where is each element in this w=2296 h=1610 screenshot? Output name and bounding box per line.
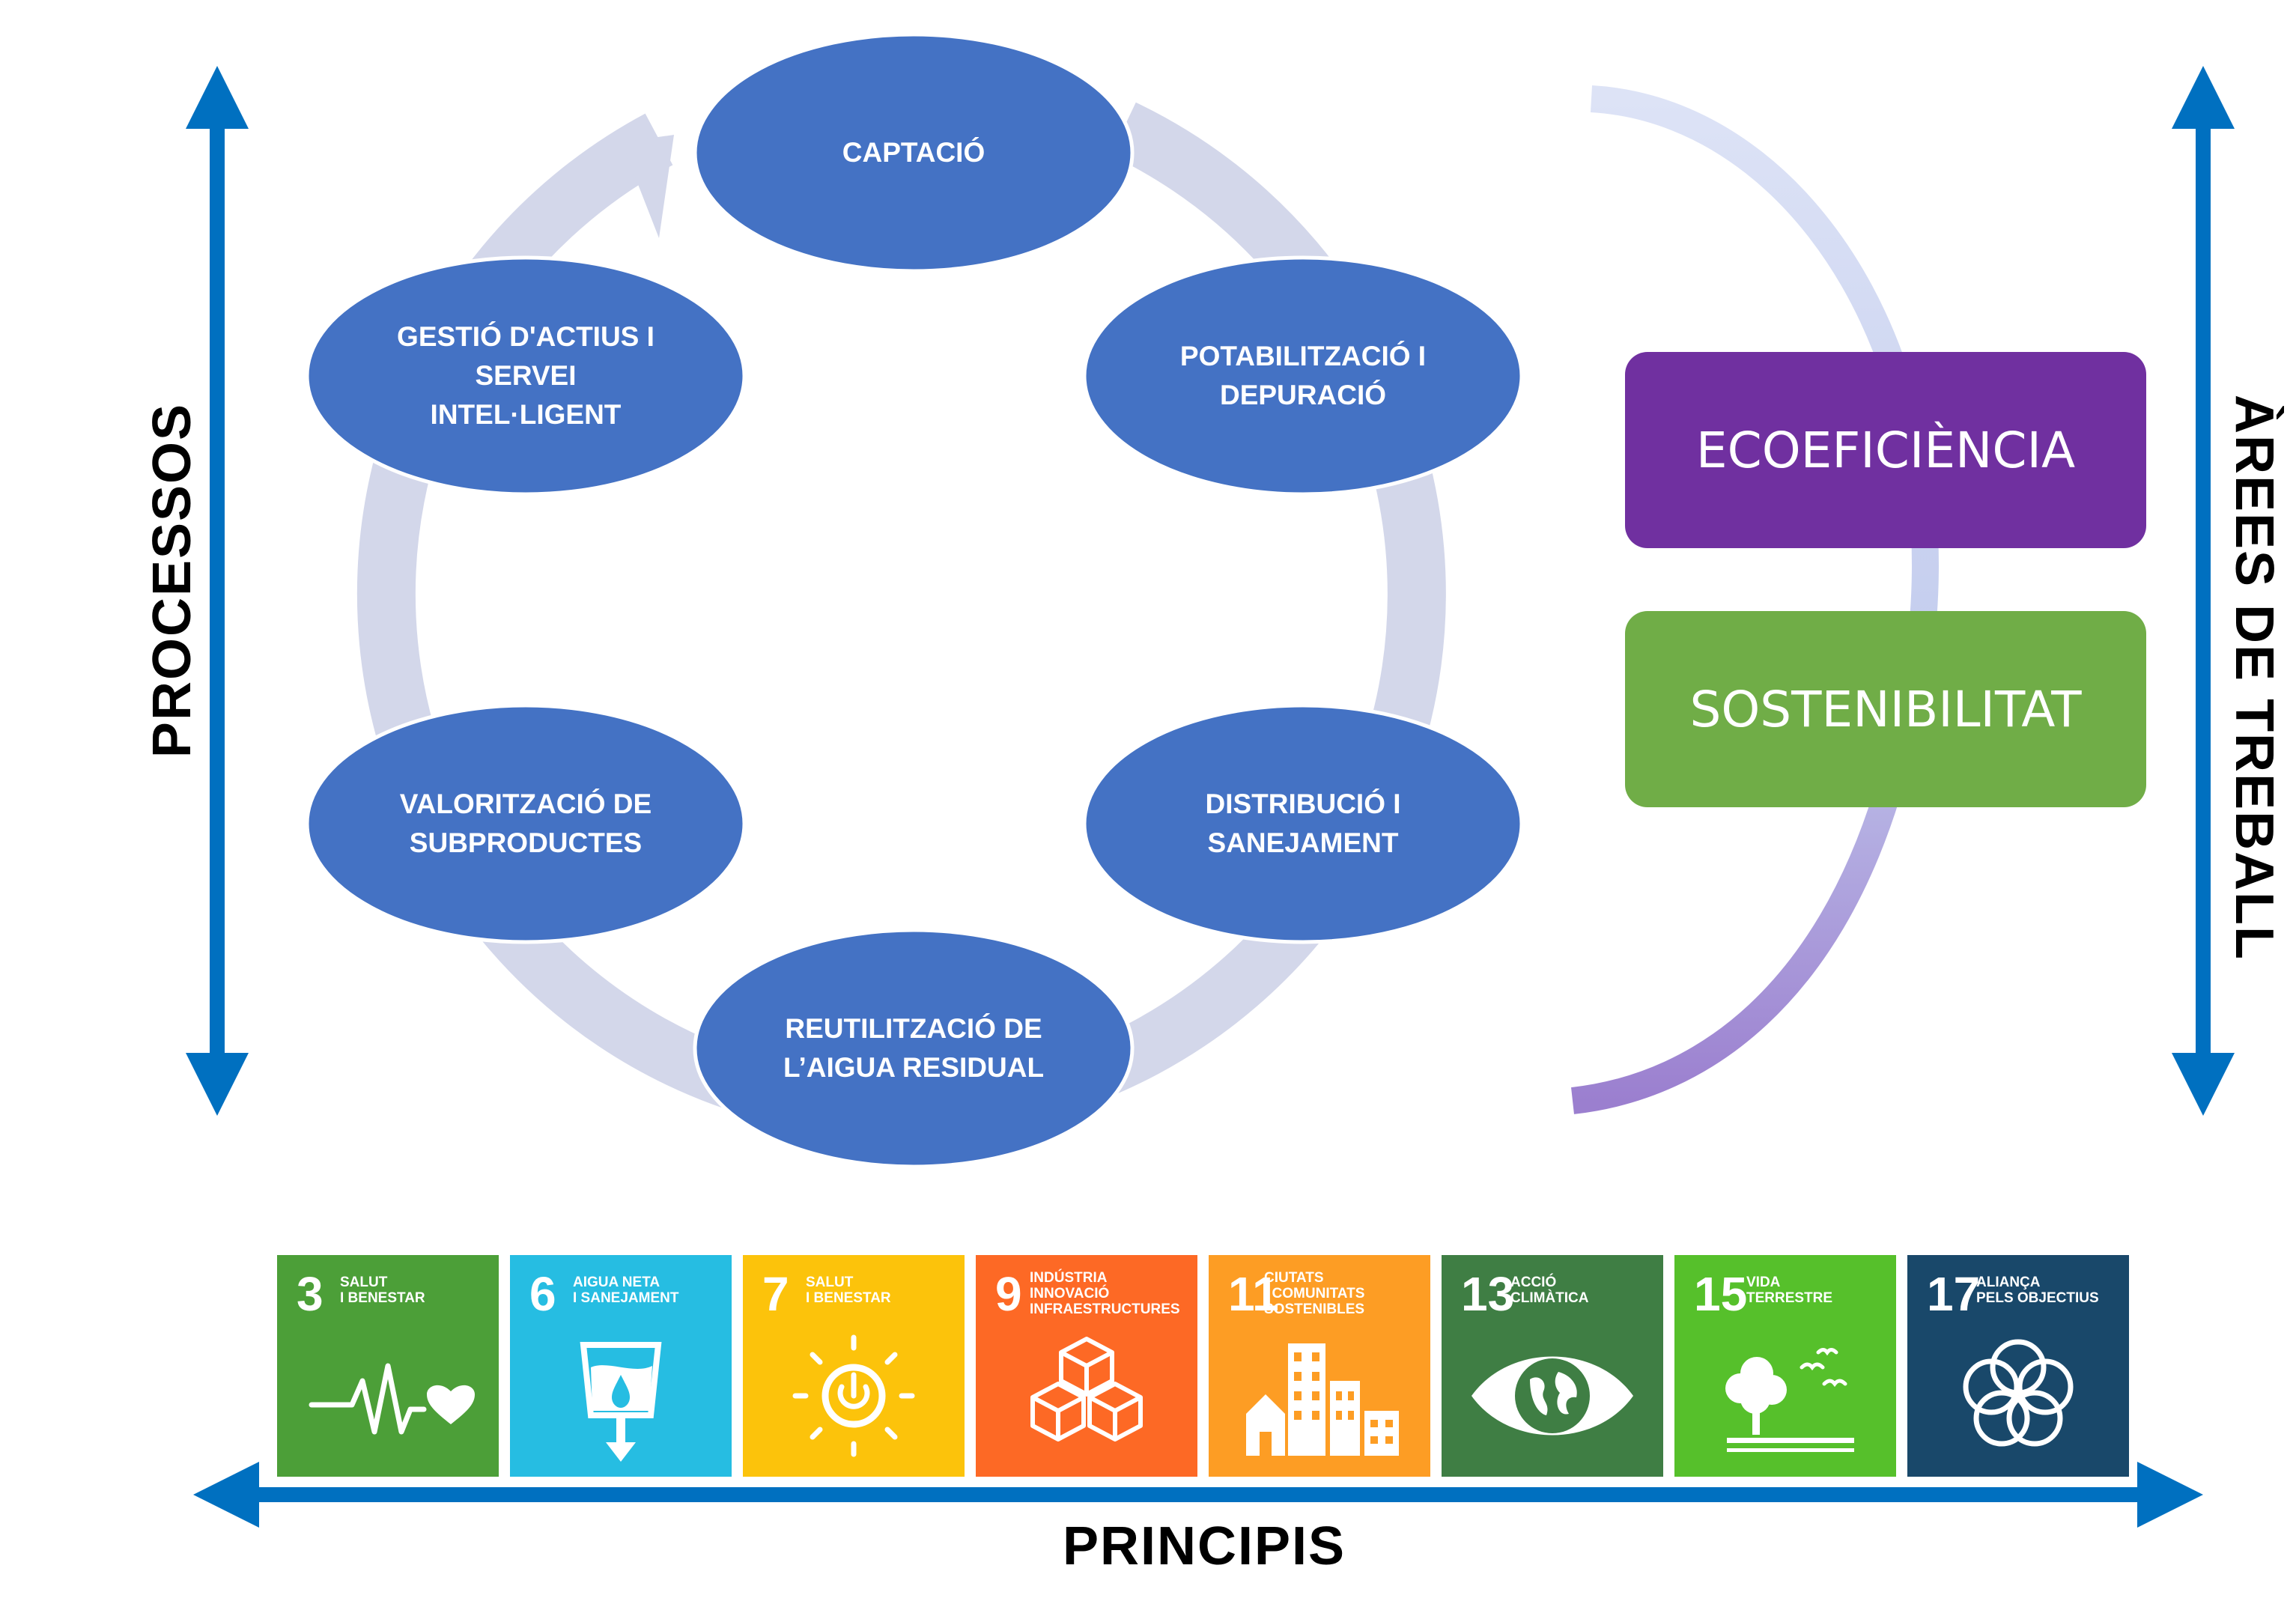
process-label-valoritzacio: VALORITZACIÓ DE SUBPRODUCTES bbox=[399, 789, 652, 858]
sdg-title: ALIANÇA PELS OBJECTIUS bbox=[1976, 1275, 2099, 1306]
process-label-reutilitzacio: REUTILITZACIÓ DE L’AIGUA RESIDUAL bbox=[783, 1013, 1045, 1083]
area-sostenibilitat: SOSTENIBILITAT bbox=[1625, 611, 2146, 807]
axis-label-principis: PRINCIPIS bbox=[1062, 1516, 1346, 1576]
sdg-number: 7 bbox=[762, 1267, 789, 1321]
water-glass-icon bbox=[580, 1342, 662, 1462]
sdg-title: CIUTATS I COMUNITATS SOSTENIBLES bbox=[1264, 1270, 1365, 1317]
sdg-number: 17 bbox=[1927, 1267, 1981, 1321]
cycle-arrowhead bbox=[622, 135, 674, 238]
ellipse-valoritzacio bbox=[305, 703, 747, 944]
sdg-tile-7: 7 SALUT I BENESTAR bbox=[743, 1255, 965, 1477]
partnership-rings-icon bbox=[1963, 1339, 2074, 1447]
axis-label-processos: PROCESSOS bbox=[142, 402, 202, 759]
sdg-tile-9: 9 INDÚSTRIA INNOVACIÓ INFRAESTRUCTURES bbox=[976, 1255, 1197, 1477]
sdg-title: AIGUA NETA I SANEJAMENT bbox=[573, 1275, 679, 1306]
areas-connector-arc bbox=[1571, 85, 1939, 1114]
ellipse-potabilitzacio bbox=[1082, 255, 1524, 496]
sdg-number: 6 bbox=[529, 1267, 556, 1321]
sdg-number: 11 bbox=[1228, 1267, 1279, 1321]
sdg-tile-3: 3 SALUT I BENESTAR bbox=[277, 1255, 499, 1477]
sdg-number: 15 bbox=[1694, 1267, 1748, 1321]
sdg-number: 9 bbox=[995, 1267, 1022, 1321]
cubes-icon bbox=[1030, 1337, 1143, 1442]
process-label-gestio: GESTIÓ D'ACTIUS I SERVEI INTEL·LIGENT bbox=[397, 321, 655, 430]
city-buildings-icon bbox=[1246, 1343, 1399, 1456]
area-ecoeficiencia: ECOEFICIÈNCIA bbox=[1625, 352, 2146, 548]
sdg-title: INDÚSTRIA INNOVACIÓ INFRAESTRUCTURES bbox=[1030, 1270, 1180, 1317]
process-label-captacio: CAPTACIÓ bbox=[842, 137, 985, 168]
process-ellipses bbox=[305, 32, 1524, 1169]
sun-power-icon bbox=[792, 1334, 915, 1457]
sdg-title: SALUT I BENESTAR bbox=[340, 1275, 425, 1306]
process-label-potabilitzacio: POTABILITZACIÓ I DEPURACIÓ bbox=[1179, 341, 1427, 410]
sdg-tile-13: 13 ACCIÓ CLIMÀTICA bbox=[1442, 1255, 1663, 1477]
sdg-number: 3 bbox=[297, 1267, 324, 1321]
sdg-number: 13 bbox=[1461, 1267, 1515, 1321]
eye-globe-icon bbox=[1472, 1356, 1633, 1436]
process-label-distribucio: DISTRIBUCIÓ I SANEJAMENT bbox=[1205, 789, 1401, 858]
ellipse-reutilitzacio bbox=[693, 928, 1135, 1169]
sdg-tile-17: 17 ALIANÇA PELS OBJECTIUS bbox=[1907, 1255, 2129, 1477]
principis-axis-arrow bbox=[193, 1462, 2203, 1528]
axis-label-arees: ÀREES DE TREBALL bbox=[2224, 394, 2284, 962]
heartbeat-icon bbox=[309, 1363, 475, 1435]
sdg-title: ACCIÓ CLIMÀTICA bbox=[1510, 1275, 1589, 1306]
ellipse-captacio bbox=[693, 32, 1135, 273]
sdg-title: SALUT I BENESTAR bbox=[806, 1275, 891, 1306]
arees-axis-arrow bbox=[2172, 66, 2235, 1116]
ellipse-distribucio bbox=[1082, 703, 1524, 944]
sdg-tile-11: 11 CIUTATS I COMUNITATS SOSTENIBLES bbox=[1209, 1255, 1430, 1477]
sdg-title: VIDA TERRESTRE bbox=[1746, 1275, 1833, 1306]
tree-birds-icon bbox=[1725, 1348, 1854, 1452]
ellipse-gestio bbox=[305, 255, 747, 496]
processos-axis-arrow bbox=[186, 66, 249, 1116]
sdg-tile-6: 6 AIGUA NETA I SANEJAMENT bbox=[510, 1255, 732, 1477]
sdg-tile-15: 15 VIDA TERRESTRE bbox=[1674, 1255, 1896, 1477]
